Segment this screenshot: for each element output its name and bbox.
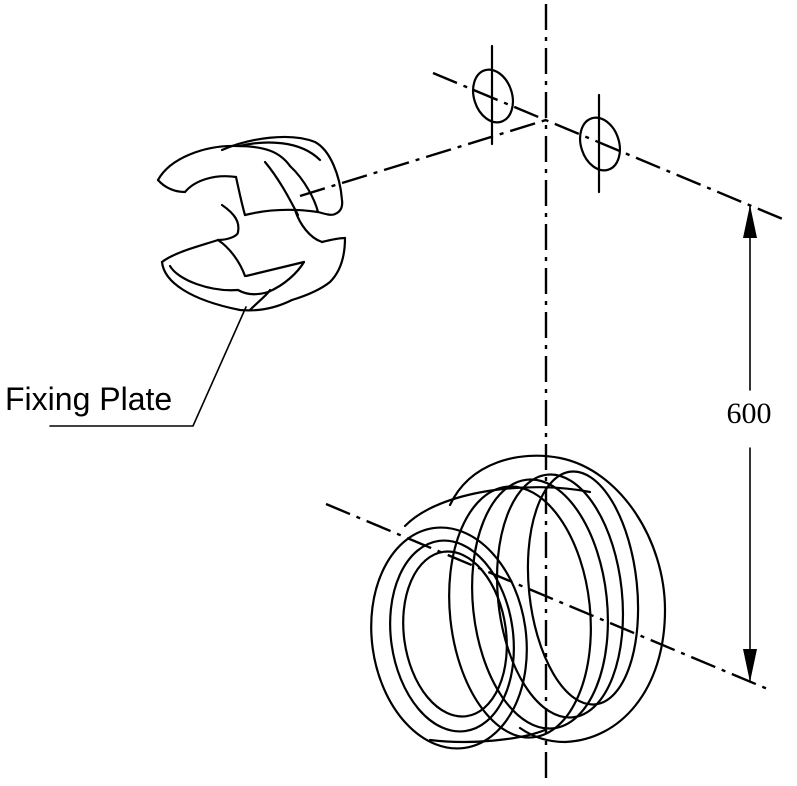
lower-axis-line — [325, 502, 771, 692]
fixing-plate-label: Fixing Plate — [5, 381, 172, 417]
wall-flange — [370, 454, 667, 750]
left-hole-marker — [471, 44, 515, 146]
upper-axis-line — [432, 71, 786, 222]
dimension-line — [743, 204, 757, 683]
dimension-label: 600 — [727, 397, 772, 430]
callout-leader — [49, 306, 247, 427]
fixing-plate-axis — [299, 118, 547, 198]
right-hole-marker — [578, 93, 622, 194]
fixing-plate — [156, 135, 347, 312]
